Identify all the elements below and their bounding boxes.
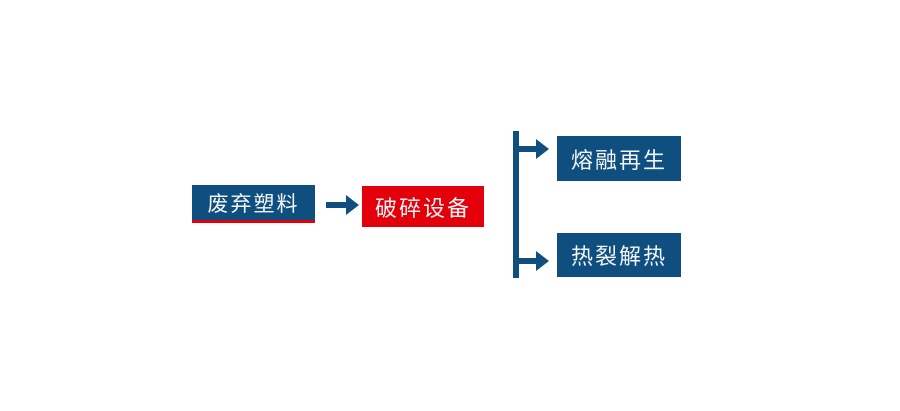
node-melt-regeneration[interactable]: 熔融再生 (557, 136, 681, 181)
node-pyrolysis-heat-label: 热裂解热 (570, 244, 667, 269)
node-crushing-equipment[interactable]: 破碎设备 (362, 186, 484, 227)
node-crushing-equipment-label: 破碎设备 (374, 195, 471, 221)
arrow-waste-to-crusher (326, 192, 360, 218)
node-waste-plastic[interactable]: 废弃塑料 (192, 185, 315, 223)
branch-connector (508, 128, 564, 280)
node-pyrolysis-heat[interactable]: 热裂解热 (557, 233, 681, 277)
node-melt-regeneration-label: 熔融再生 (570, 147, 667, 173)
node-waste-plastic-label: 废弃塑料 (207, 192, 300, 216)
